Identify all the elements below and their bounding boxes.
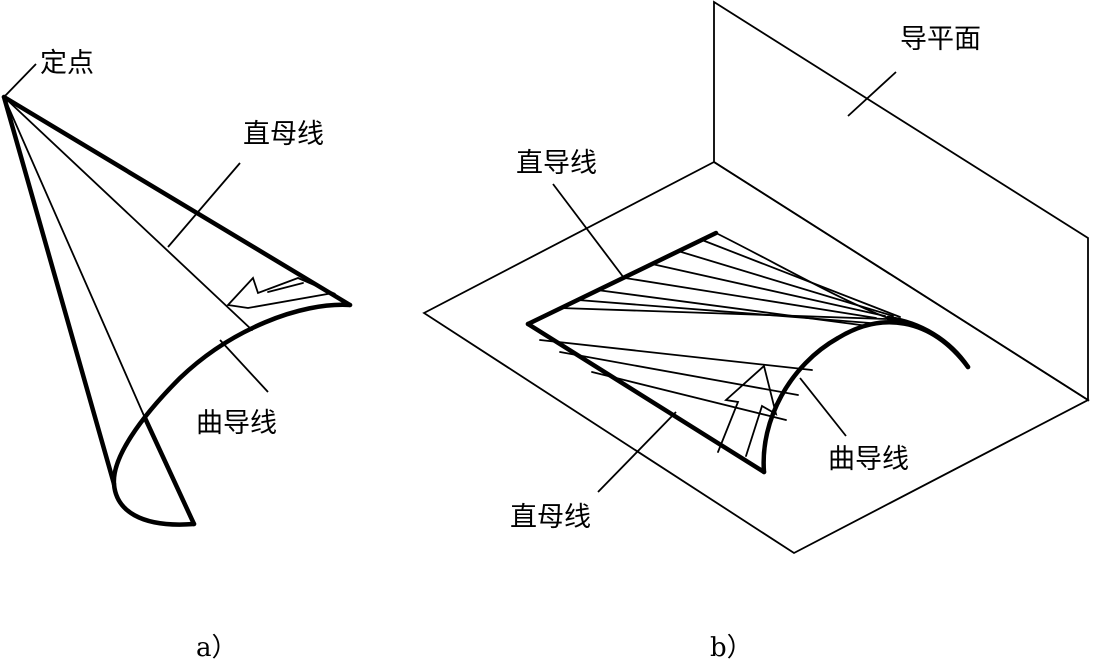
- curved-directrix-label-b: 曲导线: [828, 444, 909, 475]
- curved-directrix-back: [885, 315, 971, 370]
- cone-motion-arrow-inner: [267, 282, 304, 293]
- cone-curved-directrix: [111, 302, 353, 527]
- cone-left-edge: [1, 94, 117, 487]
- generatrix-line: [539, 339, 813, 371]
- director-plane-label: 导平面: [900, 24, 981, 55]
- cone-secondary-edge: [3, 96, 146, 419]
- generatrix-line: [624, 277, 877, 319]
- cone-motion-arrow: [226, 276, 337, 309]
- generatrix-line: [651, 263, 886, 317]
- base-plane: [422, 160, 1090, 555]
- curved-directrix-label-a: 曲导线: [196, 408, 277, 439]
- front-bottom-edge: [525, 321, 767, 475]
- panel-b-ruled-surface: [525, 230, 971, 475]
- cone-inner-generatrix: [3, 96, 253, 331]
- straight-generatrix-leader-a: [167, 162, 241, 248]
- panel-b-director-plane: [422, 0, 1090, 555]
- straight-generatrix-label-b: 直母线: [510, 502, 591, 533]
- generatrix-line: [591, 371, 787, 421]
- surface-motion-arrow: [717, 364, 778, 457]
- generatrix-line: [559, 351, 799, 396]
- generatrix-line: [701, 239, 901, 318]
- director-plane-vertical: [713, 0, 1089, 402]
- fixed-point-leader: [3, 63, 37, 98]
- director-plane-leader: [847, 71, 897, 117]
- straight-directrix-leader: [552, 183, 625, 279]
- caption-a: a）: [196, 633, 238, 662]
- caption-b: b）: [710, 633, 753, 662]
- straight-directrix-label: 直导线: [516, 148, 597, 179]
- generatrix-line: [559, 307, 887, 320]
- curved-directrix-leader-a: [219, 339, 269, 393]
- cone-top-edge: [1, 94, 353, 308]
- top-right-boundary: [715, 232, 889, 319]
- fixed-point-label: 定点: [40, 48, 94, 79]
- straight-generatrix-leader-b: [597, 411, 677, 493]
- straight-directrix-edge: [525, 230, 719, 327]
- cone-bottom-cut: [142, 415, 197, 527]
- generatrix-line: [596, 289, 869, 327]
- generatrix-line: [677, 250, 894, 317]
- generatrix-lines: [539, 239, 901, 421]
- panel-a-cone-surface: [1, 94, 353, 527]
- straight-generatrix-label-a: 直母线: [243, 119, 324, 150]
- curved-directrix-leader-b: [799, 377, 847, 437]
